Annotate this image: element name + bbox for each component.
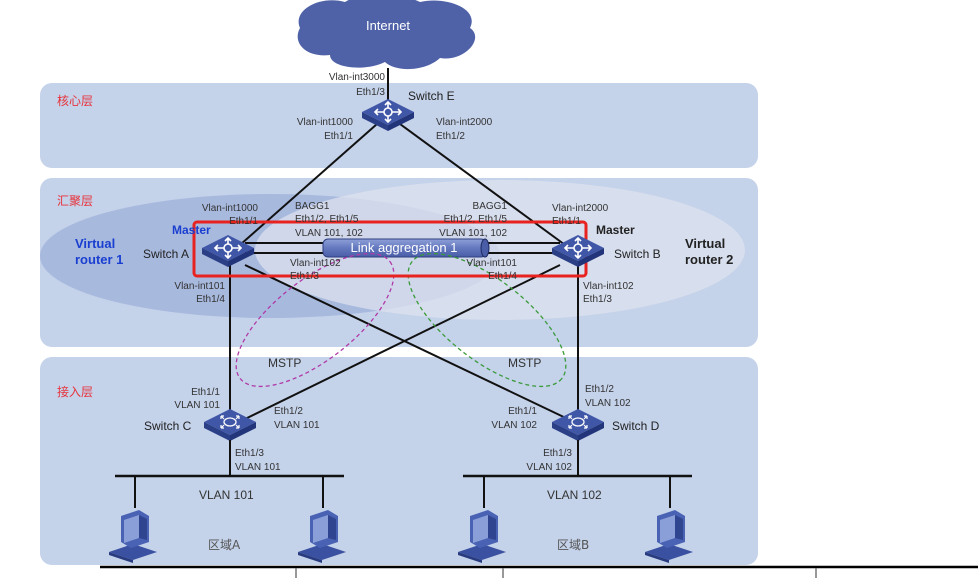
link-aggregation-label: Link aggregation 1: [351, 240, 458, 255]
switch-a-master-label: Master: [172, 223, 211, 237]
c-up-eth-label: Eth1/1: [191, 387, 220, 398]
switch-a[interactable]: Switch A Master: [143, 223, 255, 268]
zone-b-vlan-label: VLAN 102: [547, 488, 602, 502]
link-a-d: [244, 264, 571, 421]
a-bagg-eth-label: Eth1/2, Eth1/5: [295, 214, 359, 225]
c-cross-eth-label: Eth1/2: [274, 406, 303, 417]
e-up-vlan-label: Vlan-int3000: [329, 72, 386, 83]
link-e-a: [231, 123, 378, 253]
b-bagg-eth-label: Eth1/2, Eth1/5: [444, 214, 508, 225]
a-bagg-label: BAGG1: [295, 201, 330, 212]
e-up-eth-label: Eth1/3: [356, 87, 385, 98]
link-aggregation-bundle: Link aggregation 1: [322, 238, 490, 258]
switch-c[interactable]: Switch C: [144, 408, 257, 442]
a-bagg-vlan-label: VLAN 101, 102: [295, 228, 363, 239]
link-b-c: [242, 264, 561, 421]
a-up-vlan-label: Vlan-int1000: [202, 203, 259, 214]
switch-d[interactable]: Switch D: [551, 408, 660, 442]
switch-e[interactable]: Switch E: [361, 89, 455, 132]
switch-b-master-label: Master: [596, 223, 635, 237]
switch-b[interactable]: Switch B Master: [551, 223, 661, 268]
zone-b-name: 区域B: [557, 538, 589, 552]
zone-a-vlan-label: VLAN 101: [199, 488, 254, 502]
b-down-eth-label: Eth1/3: [583, 294, 612, 305]
d-cross-eth-label: Eth1/1: [508, 406, 537, 417]
mstp-instance-1-ring: [235, 252, 395, 388]
b-cross-eth-label: Eth1/4: [488, 271, 517, 282]
c-up-vlan-label: VLAN 101: [174, 400, 220, 411]
e-right-vlan-label: Vlan-int2000: [436, 117, 493, 128]
zone-a-name: 区域A: [208, 538, 241, 552]
d-up-eth-label: Eth1/2: [585, 384, 614, 395]
b-bagg-vlan-label: VLAN 101, 102: [439, 228, 507, 239]
switch-d-label: Switch D: [612, 419, 660, 433]
c-down-vlan-label: VLAN 101: [235, 462, 281, 473]
b-up-eth-label: Eth1/1: [552, 216, 581, 227]
b-bagg-label: BAGG1: [473, 201, 508, 212]
e-left-vlan-label: Vlan-int1000: [297, 117, 354, 128]
internet-label: Internet: [366, 18, 410, 33]
a-up-eth-label: Eth1/1: [229, 216, 258, 227]
c-cross-vlan-label: VLAN 101: [274, 420, 320, 431]
internet-cloud[interactable]: Internet: [297, 0, 476, 70]
virtual-router-1-label-line2: router 1: [75, 252, 123, 267]
switch-b-label: Switch B: [614, 247, 661, 261]
core-layer-label: 核心层: [57, 94, 93, 108]
b-up-vlan-label: Vlan-int2000: [552, 203, 609, 214]
e-right-eth-label: Eth1/2: [436, 131, 465, 142]
aggregation-layer-label: 汇聚层: [57, 194, 93, 208]
a-cross-vlan-label: Vlan-int102: [290, 258, 341, 269]
d-down-eth-label: Eth1/3: [543, 448, 572, 459]
e-left-eth-label: Eth1/1: [324, 131, 353, 142]
d-up-vlan-label: VLAN 102: [585, 398, 631, 409]
switch-c-label: Switch C: [144, 419, 192, 433]
c-down-eth-label: Eth1/3: [235, 448, 264, 459]
virtual-router-1-label-line1: Virtual: [75, 236, 115, 251]
virtual-router-2-label-line1: Virtual: [685, 236, 725, 251]
b-down-vlan-label: Vlan-int102: [583, 281, 634, 292]
virtual-router-2-label-line2: router 2: [685, 252, 733, 267]
virtual-router-2-ellipse: [255, 180, 745, 320]
a-cross-eth-label: Eth1/3: [290, 271, 319, 282]
link-e-b: [399, 123, 573, 251]
d-down-vlan-label: VLAN 102: [526, 462, 572, 473]
b-cross-vlan-label: Vlan-int101: [466, 258, 517, 269]
mstp-instance-2-ring: [407, 252, 567, 388]
mstp-left-label: MSTP: [268, 356, 301, 370]
switch-a-label: Switch A: [143, 247, 189, 261]
d-cross-vlan-label: VLAN 102: [491, 420, 537, 431]
access-layer-label: 接入层: [57, 384, 93, 399]
switch-e-label: Switch E: [408, 89, 455, 103]
a-down-eth-label: Eth1/4: [196, 294, 225, 305]
a-down-vlan-label: Vlan-int101: [174, 281, 225, 292]
mstp-right-label: MSTP: [508, 356, 541, 370]
